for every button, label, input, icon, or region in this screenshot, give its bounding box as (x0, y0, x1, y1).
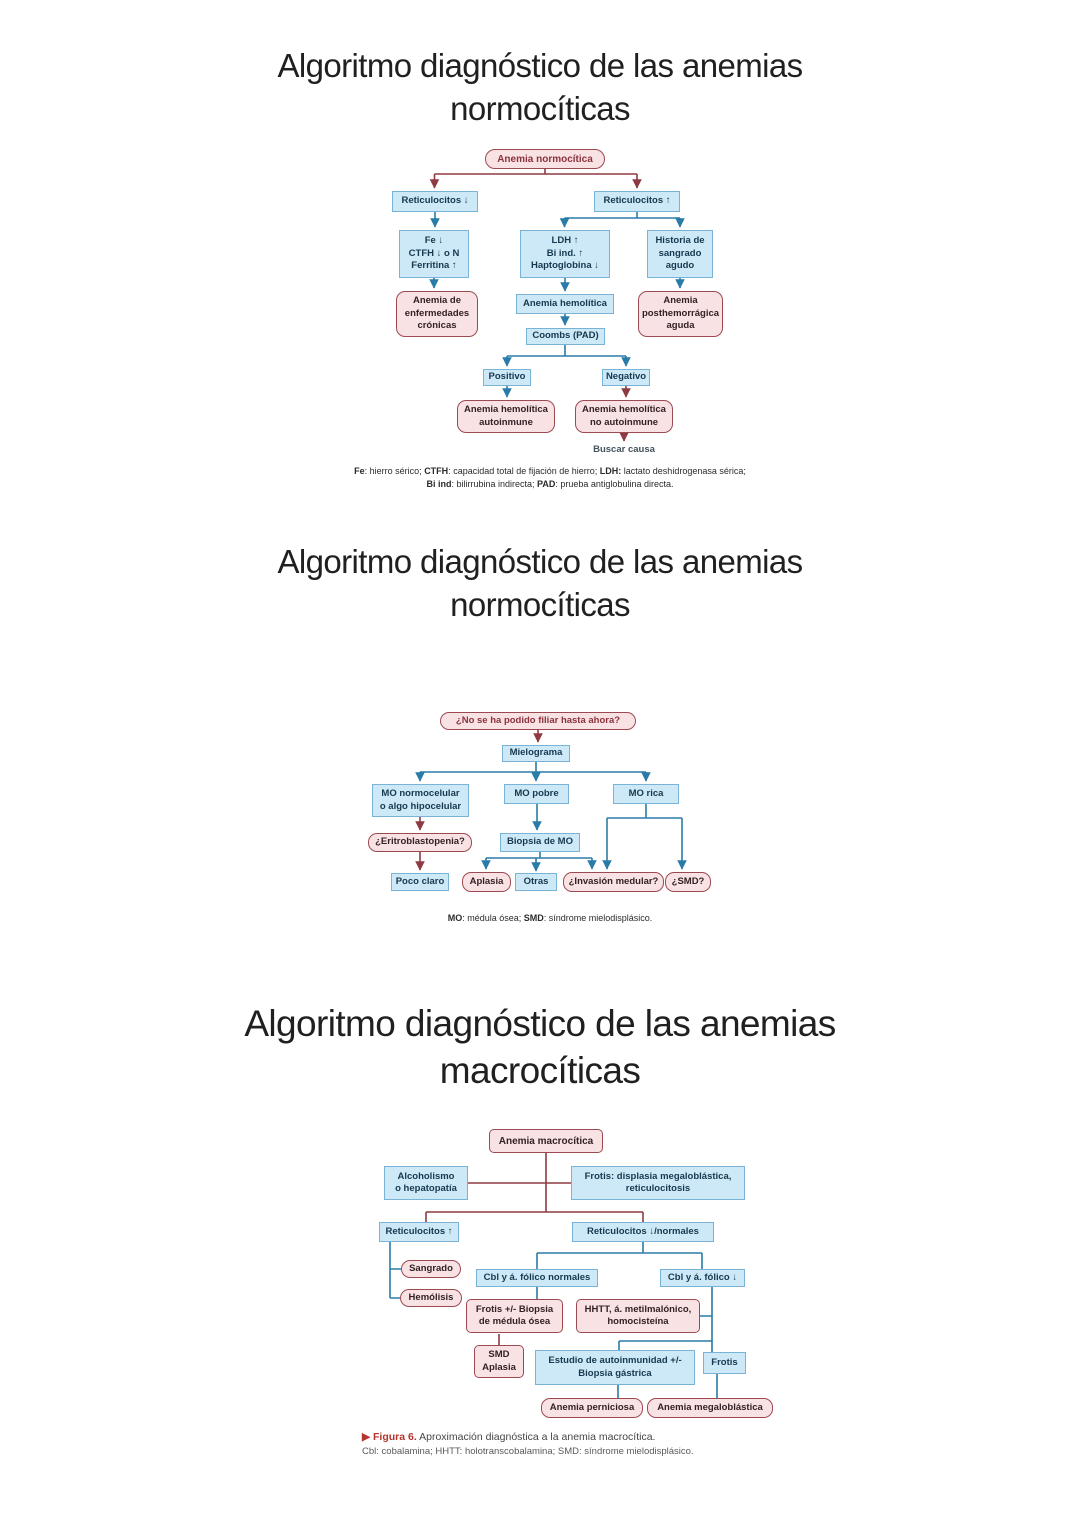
node-reticulocitos-bajos: Reticulocitos ↓ (392, 191, 478, 212)
node-anemia-normocitica: Anemia normocítica (485, 149, 605, 169)
node-alcoholismo-hepatopatia: Alcoholismo o hepatopatía (384, 1166, 468, 1200)
node-reticulocitos-altos: Reticulocitos ↑ (594, 191, 680, 212)
node-hemolitica-no-autoinmune: Anemia hemolítica no autoinmune (575, 400, 673, 433)
node-eritroblastopenia: ¿Eritroblastopenia? (368, 833, 472, 852)
node-smd-aplasia: SMD Aplasia (474, 1345, 524, 1378)
node-hhtt-metilmalonico: HHTT, á. metilmalónico, homocisteína (576, 1299, 700, 1333)
node-historia-sangrado: Historia de sangrado agudo (647, 230, 713, 278)
node-coombs-positivo: Positivo (483, 369, 531, 386)
flowchart-anemia-normocitica: Anemia normocítica Reticulocitos ↓ Retic… (330, 140, 770, 500)
node-invasion-medular: ¿Invasión medular? (563, 872, 664, 892)
node-ldh-bilirrubina: LDH ↑ Bi ind. ↑ Haptoglobina ↓ (520, 230, 610, 278)
node-coombs-pad: Coombs (PAD) (526, 328, 605, 345)
fig1-connector-lines (429, 169, 685, 442)
node-aplasia: Aplasia (462, 872, 511, 892)
node-frotis: Frotis (703, 1352, 746, 1374)
node-cbl-folico-bajo: Cbl y á. fólico ↓ (660, 1269, 745, 1287)
node-mo-rica: MO rica (613, 784, 679, 804)
node-buscar-causa: Buscar causa (593, 443, 655, 455)
node-hierro-ferritina: Fe ↓ CTFH ↓ o N Ferritina ↑ (399, 230, 469, 278)
node-otras: Otras (515, 873, 557, 891)
node-anemia-megaloblastica: Anemia megaloblástica (647, 1398, 773, 1418)
node-reticulocitos-bajos-normales: Reticulocitos ↓/normales (572, 1222, 714, 1242)
node-cbl-folico-normales: Cbl y á. fólico normales (476, 1269, 598, 1287)
node-anemia-perniciosa: Anemia perniciosa (541, 1398, 643, 1418)
node-hemolitica-autoinmune: Anemia hemolítica autoinmune (457, 400, 555, 433)
node-mielograma: Mielograma (502, 745, 570, 762)
node-frotis-biopsia-medula: Frotis +/- Biopsia de médula ósea (466, 1299, 563, 1333)
node-mo-normocelular: MO normocelular o algo hipocelular (372, 784, 469, 817)
node-biopsia-mo: Biopsia de MO (500, 833, 580, 852)
node-anemia-macrocitica: Anemia macrocítica (489, 1129, 603, 1153)
node-anemia-posthemorragica: Anemia posthemorrágica aguda (638, 291, 723, 337)
node-anemia-hemolitica: Anemia hemolítica (516, 294, 614, 314)
fig1-footnote-line1: Fe: hierro sérico; CTFH: capacidad total… (354, 466, 746, 476)
title-normociticas-2: Algoritmo diagnóstico de las anemias nor… (277, 543, 803, 624)
node-estudio-autoinmunidad: Estudio de autoinmunidad +/- Biopsia gás… (535, 1350, 695, 1385)
node-anemia-enfermedades-cronicas: Anemia de enfermedades crónicas (396, 291, 478, 337)
fig3-connector-lines (389, 1153, 718, 1398)
node-poco-claro: Poco claro (391, 873, 449, 891)
node-frotis-displasia: Frotis: displasia megaloblástica, reticu… (571, 1166, 745, 1200)
fig2-footnote: MO: médula ósea; SMD: síndrome mielodisp… (447, 913, 653, 923)
node-mo-pobre: MO pobre (504, 784, 569, 804)
fig2-connector-lines (415, 730, 687, 872)
fig3-caption: ▶ Figura 6. Aproximación diagnóstica a l… (362, 1431, 656, 1443)
title-normociticas-1: Algoritmo diagnóstico de las anemias nor… (277, 47, 803, 128)
node-reticulocitos-altos: Reticulocitos ↑ (379, 1222, 459, 1242)
fig3-abbreviations: Cbl: cobalamina; HHTT: holotranscobalami… (362, 1446, 694, 1457)
flowchart-anemia-macrocitica: Anemia macrocítica Alcoholismo o hepatop… (360, 1120, 790, 1465)
node-smd: ¿SMD? (665, 872, 711, 892)
title-macrociticas: Algoritmo diagnóstico de las anemias mac… (244, 1003, 836, 1092)
node-hemolisis: Hemólisis (400, 1289, 462, 1307)
fig1-footnote-line2: Bi ind: bilirrubina indirecta; PAD: prue… (426, 479, 674, 489)
node-coombs-negativo: Negativo (602, 369, 650, 386)
flowchart-mielograma: ¿No se ha podido filiar hasta ahora? Mie… (330, 700, 770, 940)
node-sangrado: Sangrado (401, 1260, 461, 1278)
node-no-filiado: ¿No se ha podido filiar hasta ahora? (440, 712, 636, 730)
